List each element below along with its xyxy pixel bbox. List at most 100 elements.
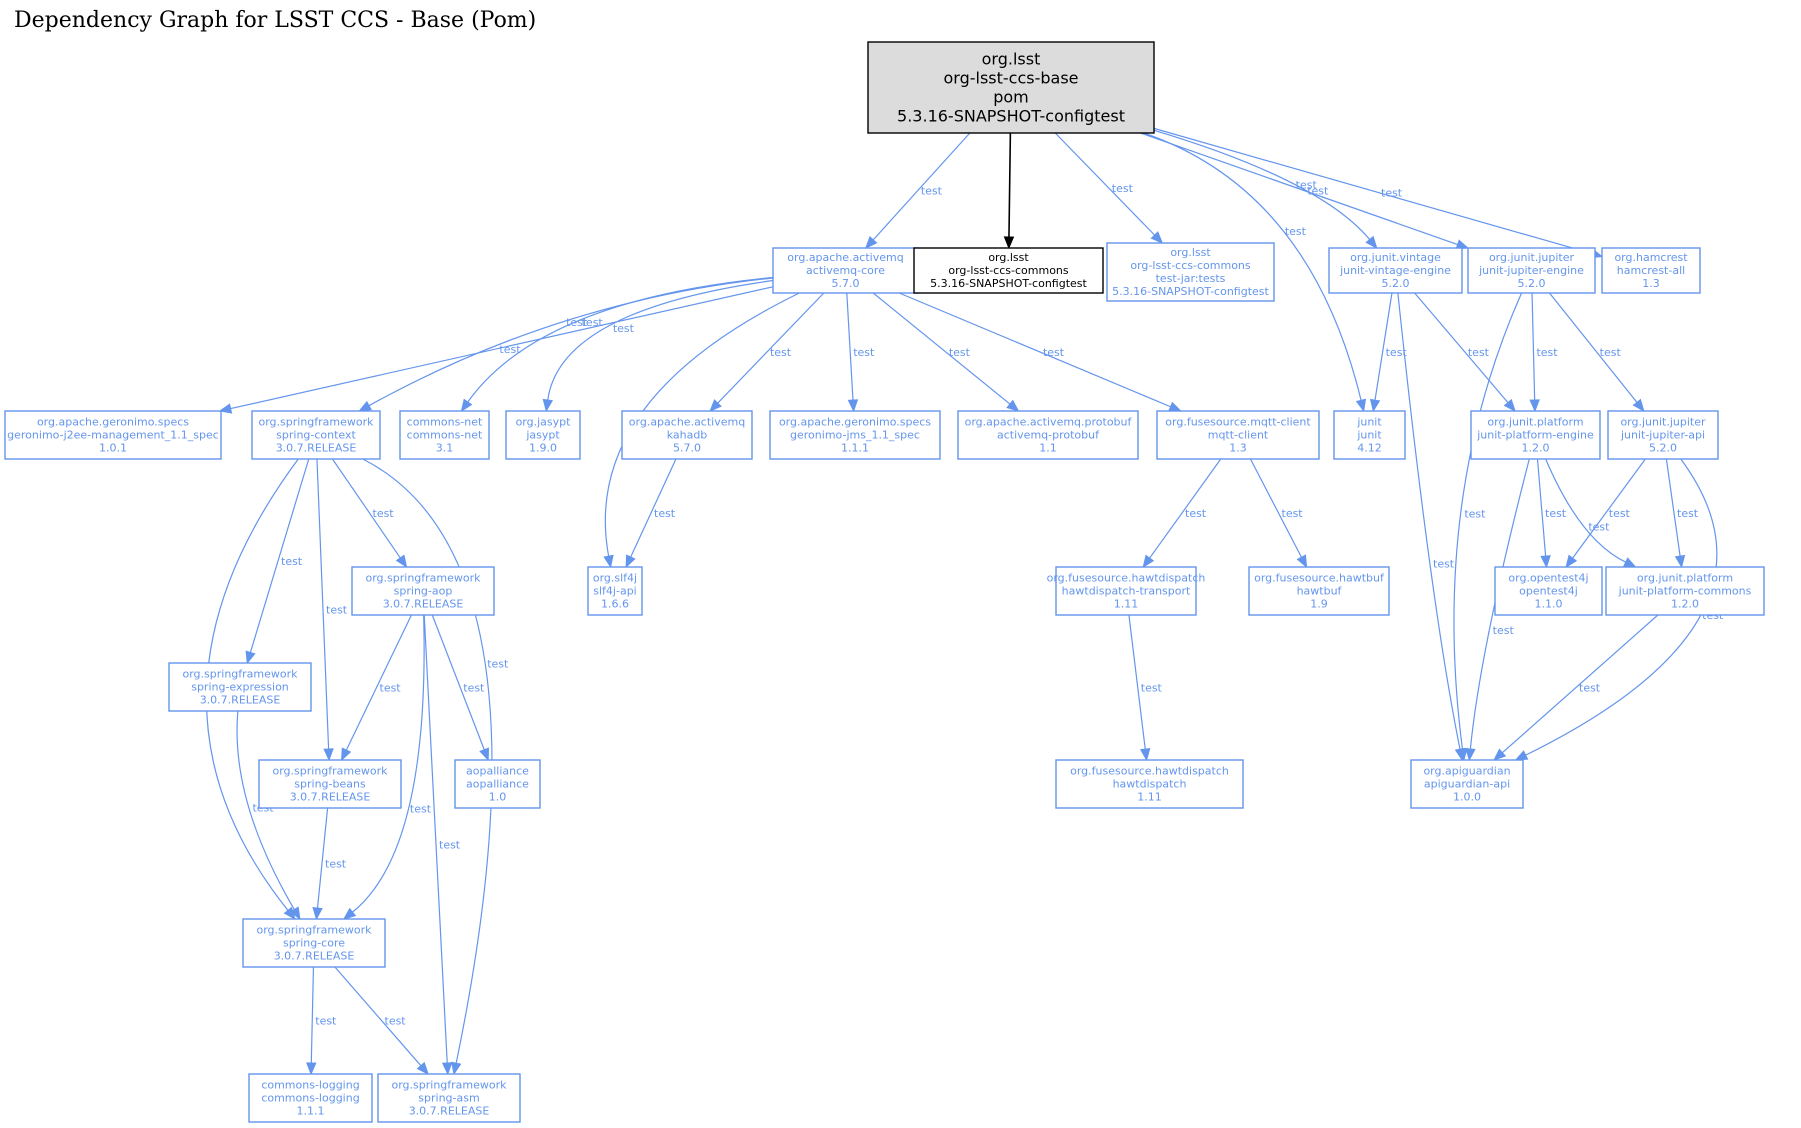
edge-line bbox=[1572, 458, 1646, 559]
edge-label: test bbox=[487, 657, 509, 670]
node-box bbox=[1605, 566, 1765, 616]
edge-label: test bbox=[1579, 682, 1601, 695]
node-root[interactable]: org.lsstorg-lsst-ccs-basepom5.3.16-SNAPS… bbox=[867, 41, 1155, 134]
node-junit-jupiter-engine[interactable]: org.junit.jupiterjunit-jupiter-engine5.2… bbox=[1467, 247, 1596, 294]
edge-line bbox=[1153, 127, 1592, 255]
edge-line bbox=[249, 458, 310, 653]
edge-label: test bbox=[380, 682, 402, 695]
node-version: 3.0.7.RELEASE bbox=[383, 598, 464, 611]
edge-label: test bbox=[770, 346, 792, 359]
node-box bbox=[258, 759, 402, 809]
arrowhead-icon bbox=[306, 1062, 317, 1076]
node-hawtdispatch[interactable]: org.fusesource.hawtdispatchhawtdispatch1… bbox=[1055, 759, 1244, 809]
node-ccs-commons[interactable]: org.lsstorg-lsst-ccs-commons5.3.16-SNAPS… bbox=[913, 247, 1104, 294]
node-ccs-commons-tests[interactable]: org.lsstorg-lsst-ccs-commonstest-jar:tes… bbox=[1106, 242, 1275, 302]
node-geronimo-j2ee[interactable]: org.apache.geronimo.specsgeronimo-j2ee-m… bbox=[4, 410, 222, 460]
node-junit-vintage-engine[interactable]: org.junit.vintagejunit-vintage-engine5.2… bbox=[1328, 247, 1463, 294]
edge-spring-aop-to-spring-beans: test bbox=[340, 614, 412, 762]
node-artifact-id: hawtbuf bbox=[1297, 585, 1343, 598]
node-box bbox=[913, 247, 1104, 294]
node-artifact-id: junit-platform-engine bbox=[1476, 429, 1594, 442]
arrowhead-icon bbox=[340, 747, 352, 762]
node-spring-expression[interactable]: org.springframeworkspring-expression3.0.… bbox=[168, 662, 312, 712]
node-version: 1.0.1 bbox=[99, 442, 127, 455]
node-box bbox=[351, 566, 495, 616]
node-artifact-id: spring-core bbox=[283, 937, 345, 950]
node-junit-platform-engine[interactable]: org.junit.platformjunit-platform-engine1… bbox=[1470, 410, 1601, 460]
edge-mqtt-client-to-hawtdispatch-transport: test bbox=[1142, 458, 1222, 569]
arrowhead-icon bbox=[1003, 236, 1015, 250]
edge-label: test bbox=[1307, 185, 1329, 198]
edge-line bbox=[846, 292, 854, 401]
node-activemq-protobuf[interactable]: org.apache.activemq.protobufactivemq-pro… bbox=[957, 410, 1139, 460]
edge-label: test bbox=[1464, 507, 1486, 520]
edge-line bbox=[1140, 132, 1458, 246]
node-spring-context[interactable]: org.springframeworkspring-context3.0.7.R… bbox=[251, 410, 381, 460]
edge-line bbox=[1374, 292, 1393, 401]
edge-junit-platform-engine-to-apiguardian-api: test bbox=[1465, 458, 1530, 762]
node-group-id: org.fusesource.hawtdispatch bbox=[1070, 765, 1229, 778]
node-box bbox=[1055, 566, 1197, 616]
node-spring-core[interactable]: org.springframeworkspring-core3.0.7.RELE… bbox=[242, 918, 386, 968]
node-group-id: org.apiguardian bbox=[1423, 765, 1510, 778]
node-artifact-id: junit-jupiter-engine bbox=[1478, 264, 1584, 277]
node-hawtdispatch-transport[interactable]: org.fusesource.hawtdispatchhawtdispatch-… bbox=[1047, 566, 1206, 616]
arrowhead-icon bbox=[416, 1061, 429, 1075]
node-spring-asm[interactable]: org.springframeworkspring-asm3.0.7.RELEA… bbox=[377, 1073, 521, 1123]
node-junit-platform-commons[interactable]: org.junit.platformjunit-platform-commons… bbox=[1605, 566, 1765, 616]
node-geronimo-jms[interactable]: org.apache.geronimo.specsgeronimo-jms_1.… bbox=[769, 410, 941, 460]
edge-line bbox=[431, 614, 485, 750]
edge-activemq-core-to-spring-context: test bbox=[358, 277, 774, 412]
arrowhead-icon bbox=[1355, 398, 1367, 413]
arrowhead-icon bbox=[1529, 399, 1540, 413]
edge-junit-jupiter-engine-to-apiguardian-api: test bbox=[1453, 292, 1523, 762]
arrowhead-icon bbox=[625, 554, 636, 569]
node-version: 5.2.0 bbox=[1382, 277, 1410, 290]
arrowhead-icon bbox=[451, 1061, 462, 1076]
node-box bbox=[867, 41, 1155, 134]
node-group-id: org.lsst bbox=[988, 251, 1029, 264]
node-group-id: org.junit.vintage bbox=[1350, 251, 1441, 264]
edge-junit-vintage-engine-to-junit: test bbox=[1369, 292, 1407, 413]
node-box bbox=[957, 410, 1139, 460]
edge-label: test bbox=[1536, 346, 1558, 359]
node-box bbox=[1055, 759, 1244, 809]
edge-spring-aop-to-spring-asm: test bbox=[423, 614, 461, 1076]
nodes-layer: org.lsstorg-lsst-ccs-basepom5.3.16-SNAPS… bbox=[4, 41, 1765, 1123]
edge-label: test bbox=[1043, 346, 1065, 359]
node-spring-aop[interactable]: org.springframeworkspring-aop3.0.7.RELEA… bbox=[351, 566, 495, 616]
edge-spring-core-to-spring-asm: test bbox=[334, 966, 429, 1075]
edge-label: test bbox=[1609, 507, 1631, 520]
arrowhead-icon bbox=[1503, 398, 1516, 413]
edge-line bbox=[316, 458, 330, 750]
node-artifact-id: spring-beans bbox=[294, 778, 366, 791]
edge-line bbox=[467, 276, 774, 403]
arrowhead-icon bbox=[1365, 235, 1378, 250]
node-group-id: org.jasypt bbox=[516, 416, 572, 429]
arrowhead-icon bbox=[1168, 401, 1182, 412]
node-version: 1.3 bbox=[1229, 442, 1247, 455]
node-group-id: org.junit.jupiter bbox=[1489, 251, 1575, 264]
node-artifact-id: spring-context bbox=[276, 429, 356, 442]
arrowhead-icon bbox=[1540, 555, 1551, 569]
node-spring-beans[interactable]: org.springframeworkspring-beans3.0.7.REL… bbox=[258, 759, 402, 809]
arrowhead-icon bbox=[709, 399, 722, 412]
arrowhead-icon bbox=[1514, 750, 1529, 761]
arrowhead-icon bbox=[441, 1062, 453, 1076]
edge-label: test bbox=[410, 803, 432, 816]
